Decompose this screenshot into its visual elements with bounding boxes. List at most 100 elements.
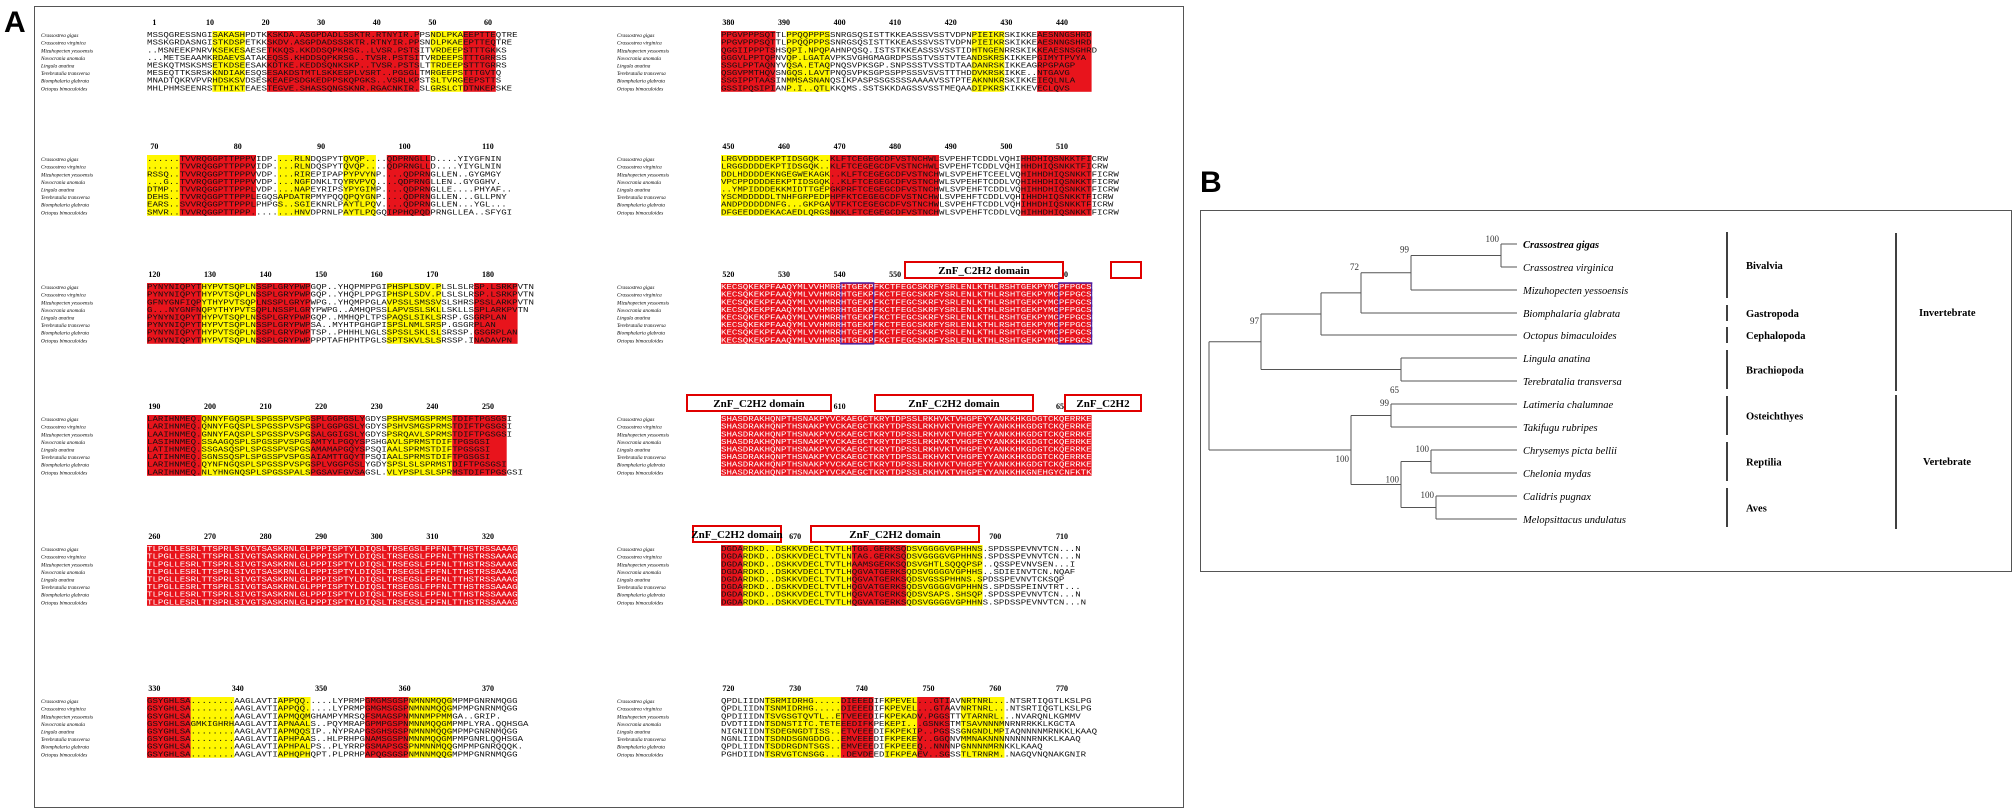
position-tick: 700 (989, 532, 1001, 541)
class-label: Brachiopoda (1746, 366, 1805, 377)
species-name: Biomphalaria glabrata (617, 331, 665, 337)
identical-residue-block (830, 155, 939, 216)
tree-branches (1208, 243, 1517, 520)
species-name: Terebratalia transversa (41, 195, 90, 201)
sequence-row: TLPGLLESRLTTSPRLSIVGTSASKRNLGLPPPISPTYLD… (147, 577, 518, 585)
position-tick: 340 (232, 684, 244, 693)
identical-residue-block (147, 415, 202, 476)
similar-residue-block (408, 697, 453, 758)
similar-residue-block (343, 155, 376, 216)
position-tick: 480 (889, 142, 901, 151)
species-name: Lingula anatina (616, 316, 651, 322)
sequence-row: GSSIPQSIPIANP.I..QTLKKQMS.SSTSKKDAGSSVSS… (721, 85, 1070, 93)
sequence-row: SHASDRAKHQNPTHSNAKPYVCKAEGCTKRYTDPSSLRKH… (721, 469, 1097, 477)
identical-residue-block (365, 697, 409, 758)
znf-domain-annotation: ZnF_C2H2 domain (874, 394, 1034, 412)
species-name: Novocrania anomala (616, 722, 661, 728)
species-name: Mizuhopecten yessoensis (616, 714, 669, 720)
identical-residue-block (474, 283, 518, 344)
sequence-row: GSYGHLSA........AAGLAVTIAPHPALPS..PLYRRP… (147, 744, 523, 752)
sequence-row: GSYGHLSA........AAGLAVTIAPHPAAS..HLPRHPG… (147, 736, 524, 744)
species-name: Novocrania anomala (616, 570, 661, 576)
sequence-row: MESKQTMSKSMSETKDSEESAKKDTKE.KEDDSQNKSKP.… (147, 63, 507, 71)
species-name: Biomphalaria glabrata (617, 593, 665, 599)
sequence-row: QSGVPMTHQVSNGQS.LAVTPNQSVPKSGPSSPPSSSVSV… (721, 70, 1070, 78)
identical-residue-block (721, 283, 1092, 344)
position-tick: 520 (722, 270, 734, 279)
species-name: Mizuhopecten yessoensis (40, 48, 93, 54)
sequence-row: DTMP..TVVRQGGPTTPPPLVDP....NAPEYRIPSYPYG… (147, 187, 512, 195)
species-name: Novocrania anomala (40, 570, 85, 576)
taxon-label: Chelonia mydas (1523, 469, 1591, 480)
species-name: Lingula anatina (40, 316, 75, 322)
sequence-row: LATIHNMEQ.SGNSSQSPLSPGSSPVSPGSAIAMTTGQYT… (147, 454, 490, 462)
similar-residue-block (721, 155, 841, 216)
position-tick: 300 (371, 532, 383, 541)
sequence-row: SSGIPPTAASINMMSASNANQSIKPASPSSGSSSSAAAAV… (721, 78, 1076, 86)
species-name: Terebratalia transversa (617, 737, 666, 743)
sequence-row: NGNLIIDNTSDNDSGNGDDG..EMVEEEDIFKPEKEV..G… (721, 736, 1081, 744)
position-tick: 280 (260, 532, 272, 541)
species-name: Crassostrea gigas (41, 547, 78, 553)
sequence-row: DGDARDKD..DSKKVDECLTVTLNTAG.GERKSQDSVGGG… (721, 554, 1081, 562)
position-tick: 80 (234, 142, 242, 151)
species-name: Crassostrea gigas (617, 285, 654, 291)
species-name: Biomphalaria glabrata (41, 463, 89, 469)
position-tick: 610 (834, 402, 846, 411)
identical-residue-block (721, 31, 776, 92)
sequence-row: SHASDRAKHQNPTHSNAKPYVCKAEGCTKRYTDPSSLRKH… (721, 431, 1097, 439)
sequence-row: KECSQKEKPFAAQYMLVVHMRRHTGEKPFKCTFEGCSKRF… (721, 330, 1108, 338)
bootstrap-value: 100 (1486, 234, 1500, 244)
species-name: Mizuhopecten yessoensis (616, 300, 669, 306)
position-tick: 370 (482, 684, 494, 693)
position-tick: 330 (148, 684, 160, 693)
position-tick: 490 (945, 142, 957, 151)
position-tick: 160 (371, 270, 383, 279)
species-name: Terebratalia transversa (617, 195, 666, 201)
sequence-row: SHASDRAKHQNPTHSNAKPYVCKAEGCTKRYTDPSSLRKH… (721, 416, 1097, 424)
sequence-row: KECSQKEKPFAAQYMLVVHMRRHTGEKPFKCTFEGCSKRF… (721, 315, 1108, 323)
znf-domain-annotation: ZnF_C2H2 domain (691, 525, 783, 543)
species-name: Octopus bimaculoides (617, 86, 663, 92)
sequence-row: PYNYNIQPYTHYPVTSQPLNSSPLGRYPWPGQP..YHQPL… (147, 292, 534, 300)
species-name: Terebratalia transversa (41, 737, 90, 743)
position-tick: 390 (778, 18, 790, 27)
species-name: Crassostrea virginica (617, 41, 662, 47)
domain-box (686, 394, 832, 412)
sequence-row: GSYGHLSAGMKIGHRHAAGLAVTIAPNAALS..PQYMRAP… (147, 721, 529, 729)
position-tick: 50 (428, 18, 436, 27)
domain-label: ZnF_C2H2 (1076, 398, 1130, 410)
sequence-row: KECSQKEKPFAAQYMLVVHMRRHTGEKPFKCTFEGCSKRF… (721, 284, 1108, 292)
identical-residue-block (1037, 31, 1092, 92)
sequence-row: DGDARDKD..DSKKVDECLTVTLHQGVATGERKSQDSVGG… (721, 599, 1086, 607)
sequence-row: TLPGLLESRLTTSPRLSIVGTSASKRNLGLPPPISPTYLD… (147, 569, 518, 577)
sequence-row: NIGNIIDNTSDEGNGDTISS..ETVEEEDIFKPEKIP..P… (721, 729, 1097, 737)
taxon-label: Calidris pugnax (1523, 492, 1591, 503)
position-tick: 440 (1056, 18, 1068, 27)
sequence-row: SHASDRAKHQNPTHSNAKPYVCKAEGCTKRYTDPSSLRKH… (721, 447, 1097, 455)
sequence-row: DGDARDKD..DSKKVDECLTVTLHQGVATGERKSQDSVGG… (721, 569, 1075, 577)
bootstrap-value: 100 (1336, 454, 1350, 464)
sequence-row: DGDARDKD..DSKKVDECLTVTLHAAMSGERKSQDSVGHT… (721, 561, 1075, 569)
species-name: Terebratalia transversa (617, 585, 666, 591)
class-label: Aves (1746, 504, 1767, 515)
similar-residue-block (386, 415, 453, 476)
znf-domain-annotation: ZnF_C2H2 domain (686, 394, 832, 412)
similar-residue-block (742, 545, 852, 606)
sequence-row: DGDARDKD..DSKKVDECLTVTLHQGVATGERKSQDSVGG… (721, 584, 1081, 592)
sequence-row: KECSQKEKPFAAQYMLVVHMRRHTGEKPFKCTFEGCSKRF… (721, 292, 1108, 300)
sequence-row: PYNYNIQPYTHYPVTSQPLNSSPLGRYPWPPPPTAFHPHT… (147, 337, 512, 345)
position-tick: 510 (1056, 142, 1068, 151)
taxon-label: Biomphalaria glabrata (1523, 309, 1620, 320)
sequence-row: LARIHNMEQ.QNNYFGQSPLSPGSSPVSPGSPLGGPGSLY… (147, 424, 512, 432)
species-name: Lingula anatina (40, 730, 75, 736)
species-name: Crassostrea gigas (41, 157, 78, 163)
species-name: Terebratalia transversa (617, 323, 666, 329)
species-name: Octopus bimaculoides (41, 210, 87, 216)
class-label: Gastropoda (1746, 309, 1800, 320)
